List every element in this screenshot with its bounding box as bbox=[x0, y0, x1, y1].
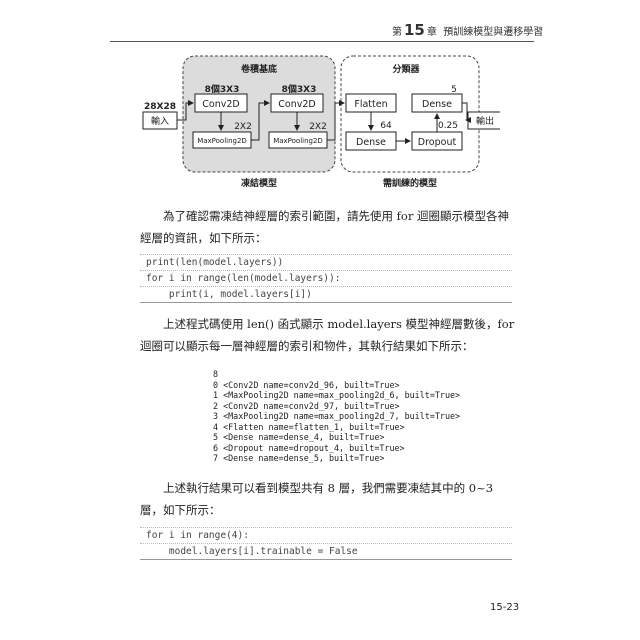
output-line: 7 <Dense name=dense_5, built=True> bbox=[213, 453, 385, 463]
code-line: print(len(model.layers)) bbox=[140, 255, 512, 271]
output-line: 4 <Flatten name=flatten_1, built=True> bbox=[213, 421, 405, 432]
dropout-box-label: Dropout bbox=[418, 137, 457, 148]
code-line: model.layers[i].trainable = False bbox=[140, 544, 512, 560]
classifier-title: 分類器 bbox=[392, 63, 420, 75]
dense1-box-label: Dense bbox=[356, 137, 386, 148]
code-line: for i in range(4): bbox=[140, 528, 512, 544]
dense1-units-label: 64 bbox=[380, 121, 392, 131]
dense2-units-label: 5 bbox=[451, 85, 457, 95]
output-line: 0 <Conv2D name=conv2d_96, built=True> bbox=[213, 379, 400, 390]
conv-base-title: 卷積基底 bbox=[240, 63, 277, 75]
page-number: 15-23 bbox=[490, 602, 520, 613]
output-line: 2 <Conv2D name=conv2d_97, built=True> bbox=[213, 400, 400, 411]
pool2-size-label: 2X2 bbox=[309, 122, 327, 132]
conv2-box-label: Conv2D bbox=[278, 99, 315, 110]
output-line: 3 <MaxPooling2D name=max_pooling2d_7, bu… bbox=[213, 411, 461, 421]
output-line: 5 <Dense name=dense_4, built=True> bbox=[213, 432, 385, 442]
input-size-label: 28X28 bbox=[144, 102, 176, 112]
frozen-model-label: 凍結模型 bbox=[241, 177, 277, 189]
output-line: 8 bbox=[213, 369, 219, 379]
code-block-1: print(len(model.layers)) for i in range(… bbox=[140, 254, 512, 303]
flow-arrows bbox=[177, 100, 471, 144]
output-line: 1 <MaxPooling2D name=max_pooling2d_6, bu… bbox=[213, 390, 461, 400]
output-line: 6 <Dropout name=dropout_4, built=True> bbox=[213, 442, 405, 453]
paragraph-3: 上述執行結果可以看到模型共有 8 層，我們需要凍結其中的 0~3 層，如下所示： bbox=[140, 481, 494, 517]
chapter-number: 15 bbox=[404, 21, 425, 39]
paragraph-1: 為了確認需凍結神經層的索引範圍，請先使用 for 迴圈顯示模型各神經層的資訊，如… bbox=[140, 209, 509, 245]
conv2-filter-label: 8個3X3 bbox=[282, 83, 317, 95]
chapter-prefix: 第 bbox=[392, 27, 402, 38]
paragraph-2: 上述程式碼使用 len() 函式顯示 model.layers 模型神經層數後，… bbox=[140, 317, 515, 353]
model-diagram: 卷積基底 分類器 28X28 輸入 8個3X3 Conv2D MaxPoolin… bbox=[142, 55, 500, 189]
conv1-filter-label: 8個3X3 bbox=[205, 83, 240, 95]
input-box-label: 輸入 bbox=[151, 115, 169, 127]
code-line: print(i, model.layers[i]) bbox=[140, 287, 512, 303]
trainable-model-label: 需訓練的模型 bbox=[383, 177, 437, 189]
dense2-box-label: Dense bbox=[422, 99, 452, 110]
header-rule bbox=[110, 41, 534, 42]
pool2-box-label: MaxPooling2D bbox=[273, 137, 323, 145]
dropout-rate-label: 0.25 bbox=[438, 121, 458, 131]
chapter-title: 預訓練模型與遷移學習 bbox=[443, 27, 544, 38]
flatten-box-label: Flatten bbox=[354, 99, 387, 110]
pool1-size-label: 2X2 bbox=[234, 122, 252, 132]
conv1-box-label: Conv2D bbox=[202, 99, 239, 110]
code-block-2: for i in range(4): model.layers[i].train… bbox=[140, 527, 512, 560]
output-box-label: 輸出 bbox=[476, 115, 494, 127]
code-line: for i in range(len(model.layers)): bbox=[140, 271, 512, 287]
pool1-box-label: MaxPooling2D bbox=[197, 137, 247, 145]
chapter-suffix: 章 bbox=[426, 27, 437, 38]
